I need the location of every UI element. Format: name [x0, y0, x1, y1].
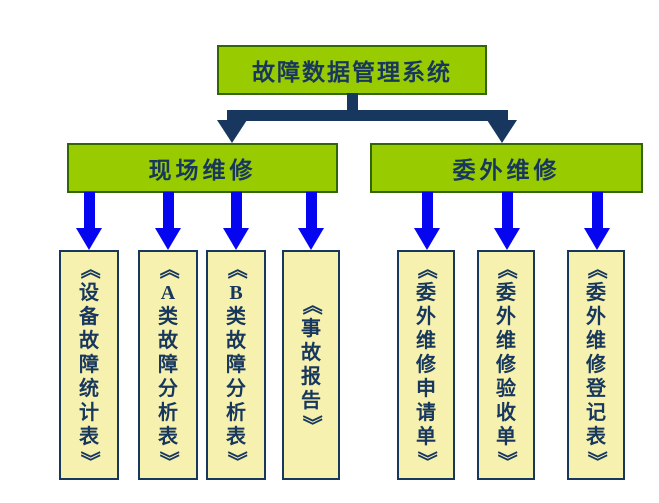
connector-stem	[347, 93, 358, 112]
leaf-outsource-acceptance-form: 《委外维修验收单》	[477, 250, 535, 480]
connector-bar	[227, 110, 508, 121]
leaf-equipment-fault-stats-table: 《设备故障统计表》	[59, 250, 119, 480]
connector-arrowhead-left	[217, 120, 247, 143]
node-outsourced-repair: 委外维修	[370, 143, 643, 193]
arrow-down	[298, 192, 324, 250]
arrow-down	[76, 192, 102, 250]
arrow-down	[414, 192, 440, 250]
arrow-down	[494, 192, 520, 250]
connector-arrowhead-right	[487, 120, 517, 143]
arrow-down	[155, 192, 181, 250]
arrow-down	[223, 192, 249, 250]
leaf-outsource-registration-form: 《委外维修登记表》	[567, 250, 625, 480]
node-onsite-repair-label: 现场维修	[148, 158, 257, 183]
node-fault-data-management-system: 故障数据管理系统	[217, 45, 487, 95]
leaf-outsource-request-form: 《委外维修申请单》	[397, 250, 455, 480]
node-onsite-repair: 现场维修	[67, 143, 338, 193]
leaf-accident-report: 《事故报告》	[282, 250, 340, 480]
node-root-label: 故障数据管理系统	[252, 60, 452, 85]
arrow-down	[584, 192, 610, 250]
node-outsourced-repair-label: 委外维修	[452, 158, 561, 183]
